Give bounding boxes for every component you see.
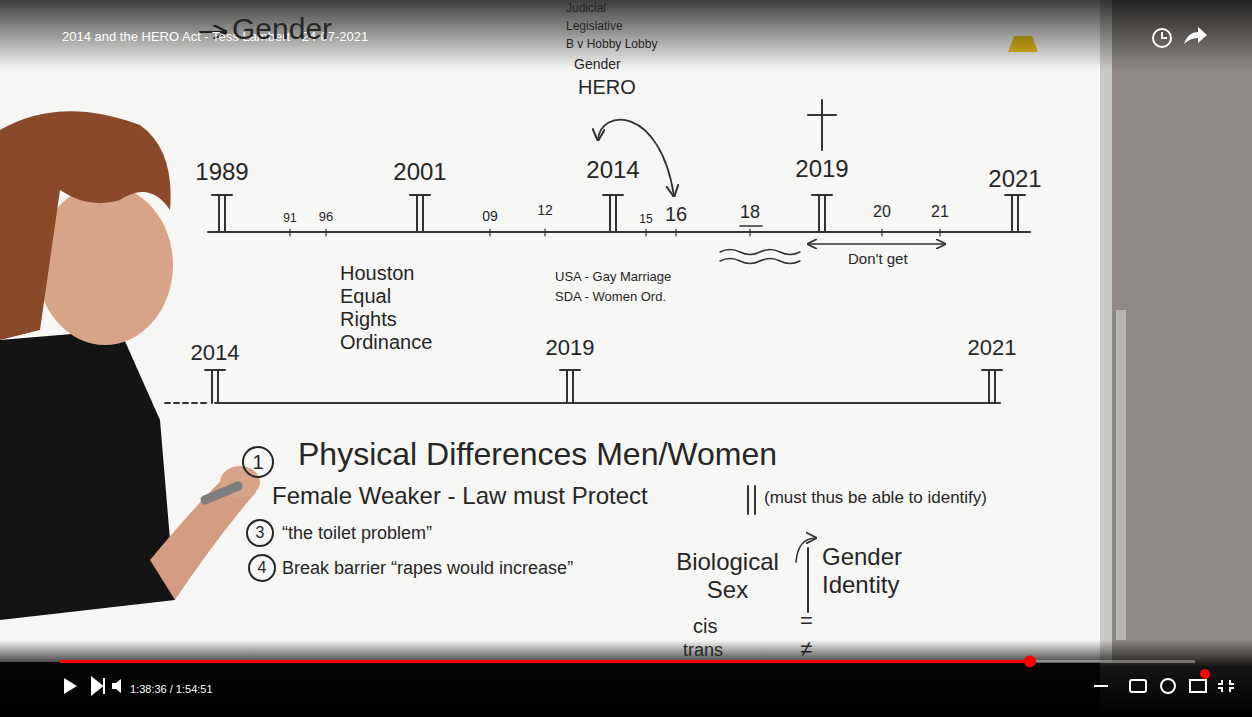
note-text: USA - Gay Marriage <box>555 270 671 285</box>
watch-later-hands <box>1162 32 1167 38</box>
number-circle: 3 <box>246 519 274 547</box>
top-shade <box>0 0 1252 70</box>
term-label: Biological Sex <box>665 548 790 603</box>
year-label: 12 <box>537 202 553 218</box>
squiggle <box>720 250 800 264</box>
next-icon <box>92 678 104 694</box>
progress-played <box>60 660 1030 663</box>
timeline-tick <box>603 195 623 232</box>
year-label: 21 <box>931 203 949 221</box>
fullscreen-icon <box>1218 680 1234 692</box>
note-text: Legislative <box>566 20 623 34</box>
year-label: 2014 <box>586 156 639 184</box>
year-label: 2021 <box>968 335 1017 360</box>
person-shirt <box>0 330 175 620</box>
settings-icon <box>1161 679 1175 693</box>
double-bar <box>748 486 755 514</box>
symbol-label: = <box>800 608 813 633</box>
year-label: 20 <box>873 203 891 221</box>
year-label: 18 <box>740 202 760 223</box>
timeline-tick <box>1005 195 1025 232</box>
circle-number: 3 <box>256 525 265 541</box>
year-label: 16 <box>665 203 687 226</box>
board-frame <box>1100 0 1112 662</box>
board-stand <box>1116 310 1126 640</box>
note-text: SDA - Women Ord. <box>555 290 666 305</box>
note-text: B v Hobby Lobby <box>566 38 657 52</box>
timeline-line <box>208 231 1030 233</box>
list-item: Female Weaker - Law must Protect <box>272 482 648 510</box>
volume-icon <box>112 679 121 693</box>
timeline-line <box>215 402 1000 404</box>
captions-icon <box>1130 680 1146 692</box>
marker-pen <box>205 486 238 500</box>
circle-number: 1 <box>252 452 263 472</box>
whiteboard <box>0 0 1102 662</box>
note-text: Gender <box>574 56 621 72</box>
underline <box>740 225 762 227</box>
note-text: HERO <box>578 76 636 99</box>
year-label: 2019 <box>546 335 595 360</box>
number-circle: 4 <box>248 554 276 582</box>
share-icon <box>1184 27 1207 44</box>
wall <box>1100 0 1252 717</box>
play-icon <box>64 678 77 694</box>
watch-later-icon <box>1153 29 1171 47</box>
year-label: 96 <box>319 210 333 225</box>
note-text: Judicial <box>566 2 606 16</box>
year-label: 2014 <box>191 340 240 365</box>
list-note: (must thus be able to identify) <box>764 488 987 508</box>
term-label: cis <box>693 615 717 638</box>
list-item: Physical Differences Men/Women <box>298 436 777 473</box>
divider-line <box>807 548 809 612</box>
timeline-tick <box>982 370 1002 403</box>
year-label: 2021 <box>988 165 1041 193</box>
bottom-shade <box>0 640 1252 717</box>
person-face <box>37 185 173 345</box>
timeline-tick <box>212 195 232 232</box>
person-hair <box>0 111 171 340</box>
year-label: 09 <box>482 208 498 224</box>
timeline-tick <box>812 195 832 232</box>
term-label: trans <box>683 640 723 661</box>
person-arm <box>150 470 256 600</box>
timeline-tick <box>560 370 580 403</box>
note-text: Houston Equal Rights Ordinance <box>340 262 445 354</box>
cast-icon <box>1190 680 1206 692</box>
symbol-label: ≠ <box>800 636 812 661</box>
year-label: 2019 <box>795 155 848 183</box>
progress-knob <box>1024 656 1036 668</box>
timeline-tick <box>410 195 430 232</box>
term-label: Gender Identity <box>822 543 947 598</box>
circle-number: 4 <box>258 560 267 576</box>
note-text: Don't get <box>848 250 908 267</box>
timeline-tick <box>205 370 225 403</box>
bent-arrow <box>796 538 816 562</box>
autoplay-icon <box>1094 685 1108 687</box>
cross-symbol <box>808 100 836 150</box>
number-circle: 1 <box>242 446 274 478</box>
heading-note: Gender <box>232 12 332 47</box>
year-label: 15 <box>639 213 652 227</box>
minor-ticks <box>290 229 940 236</box>
span-arrow <box>808 243 945 245</box>
list-item: Break barrier “rapes would increase” <box>282 558 573 579</box>
year-label: 2001 <box>393 158 446 186</box>
settings-badge <box>1200 669 1210 679</box>
timeline-dashed <box>165 402 210 404</box>
year-label: 1989 <box>195 158 248 186</box>
list-item: “the toilet problem” <box>282 523 432 544</box>
year-label: 91 <box>283 212 296 226</box>
time-display: 1:38:36 / 1:54:51 <box>130 683 213 696</box>
